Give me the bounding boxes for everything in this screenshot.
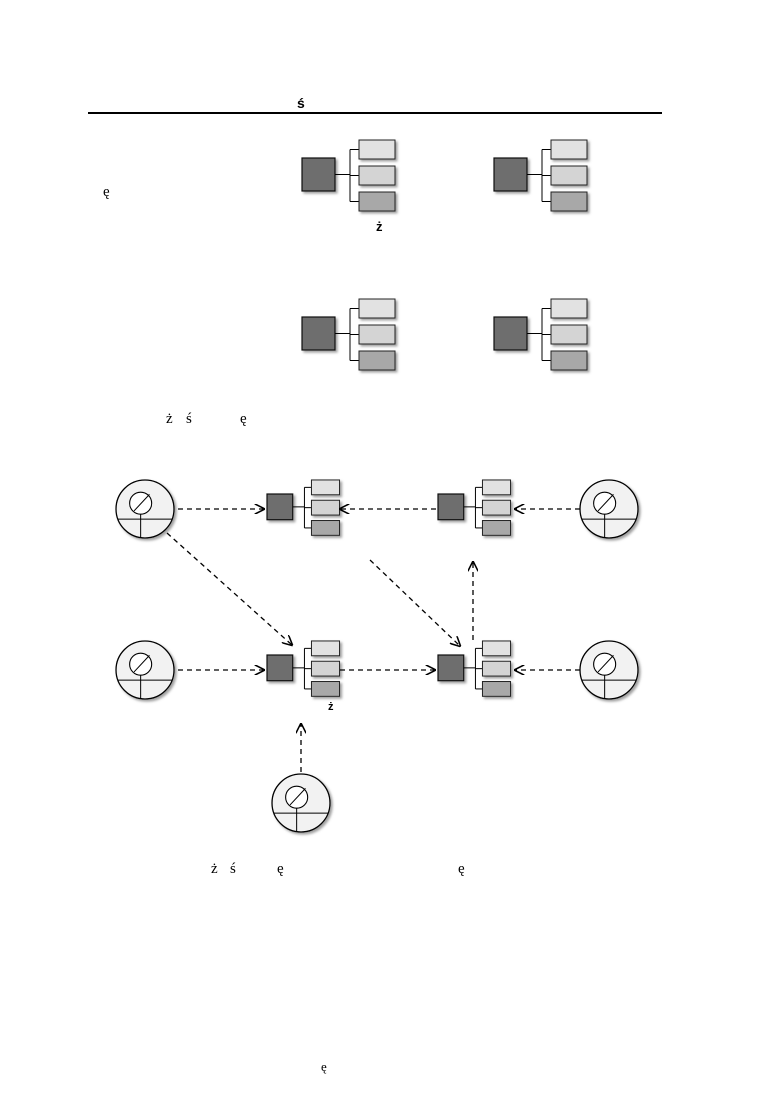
tree-child-box xyxy=(358,165,396,186)
tree-child-box xyxy=(481,640,512,657)
tree-child-box xyxy=(358,350,396,371)
tree-child-box xyxy=(550,139,588,160)
tree-child-box xyxy=(358,298,396,319)
legend-tree-icon-3 xyxy=(301,298,396,371)
tree-root-box xyxy=(266,654,294,682)
diagram-tree-bottom-right xyxy=(437,640,512,697)
actor-slash xyxy=(597,655,614,673)
tree-root-box xyxy=(493,157,528,192)
actor-bottom-center xyxy=(271,773,331,833)
actor-top-right xyxy=(579,479,639,539)
tree-child-box xyxy=(481,660,512,677)
tree-child-box xyxy=(310,499,341,516)
tree-child-box xyxy=(481,479,512,496)
caption2-glyph-1: ż xyxy=(211,861,218,877)
tree-child-box xyxy=(358,139,396,160)
caption1-glyph-1: ż xyxy=(166,411,173,427)
tree-child-box xyxy=(310,640,341,657)
arrow-to-tree-br xyxy=(369,559,460,646)
diagram-tree-top-left xyxy=(266,479,341,536)
legend-tree-icon-4 xyxy=(493,298,588,371)
actor-top-left xyxy=(115,479,175,539)
tree-child-box xyxy=(550,298,588,319)
header-title: ś xyxy=(297,95,305,111)
tree-child-box xyxy=(481,499,512,516)
tree-root-box xyxy=(266,493,294,521)
page-number: ę xyxy=(321,1059,327,1074)
legend-tree-icon-1 xyxy=(301,139,396,212)
tree-child-box xyxy=(481,681,512,697)
tree-child-box xyxy=(481,520,512,536)
tree-child-box xyxy=(550,165,588,186)
caption1-glyph-2: ś xyxy=(186,411,192,427)
tree-root-box xyxy=(437,493,465,521)
legend-tree-icon-2 xyxy=(493,139,588,212)
tree-child-box xyxy=(310,660,341,677)
actor-slash xyxy=(597,494,614,512)
legend-glyph: ę xyxy=(103,184,110,200)
tree-child-box xyxy=(358,324,396,345)
actor-slash xyxy=(289,788,306,806)
diagram-tree-top-right xyxy=(437,479,512,536)
diagram-tree-bottom-left xyxy=(266,640,341,697)
tree-root-box xyxy=(493,316,528,351)
tree-child-box xyxy=(310,520,341,536)
actor-bottom-right xyxy=(579,640,639,700)
tree-child-box xyxy=(358,191,396,212)
tree-child-box xyxy=(550,350,588,371)
tree-root-box xyxy=(301,157,336,192)
tree-child-box xyxy=(550,191,588,212)
caption1-glyph-3: ę xyxy=(240,411,247,427)
actor-bottom-left xyxy=(115,640,175,700)
tree-child-box xyxy=(310,479,341,496)
caption2-glyph-2: ś xyxy=(230,861,236,877)
tree-root-box xyxy=(437,654,465,682)
actor-slash xyxy=(133,655,150,673)
tree-child-box xyxy=(310,681,341,697)
diagram-node-label: ż xyxy=(328,701,334,713)
header-rule xyxy=(88,112,662,114)
caption2-glyph-3: ę xyxy=(277,861,284,877)
arrow-actor-tl-to-tree-bl xyxy=(166,532,292,645)
tree-child-box xyxy=(550,324,588,345)
actor-slash xyxy=(133,494,150,512)
legend-icon-label: ż xyxy=(376,219,383,234)
caption2-glyph-4: ę xyxy=(458,861,465,877)
tree-root-box xyxy=(301,316,336,351)
